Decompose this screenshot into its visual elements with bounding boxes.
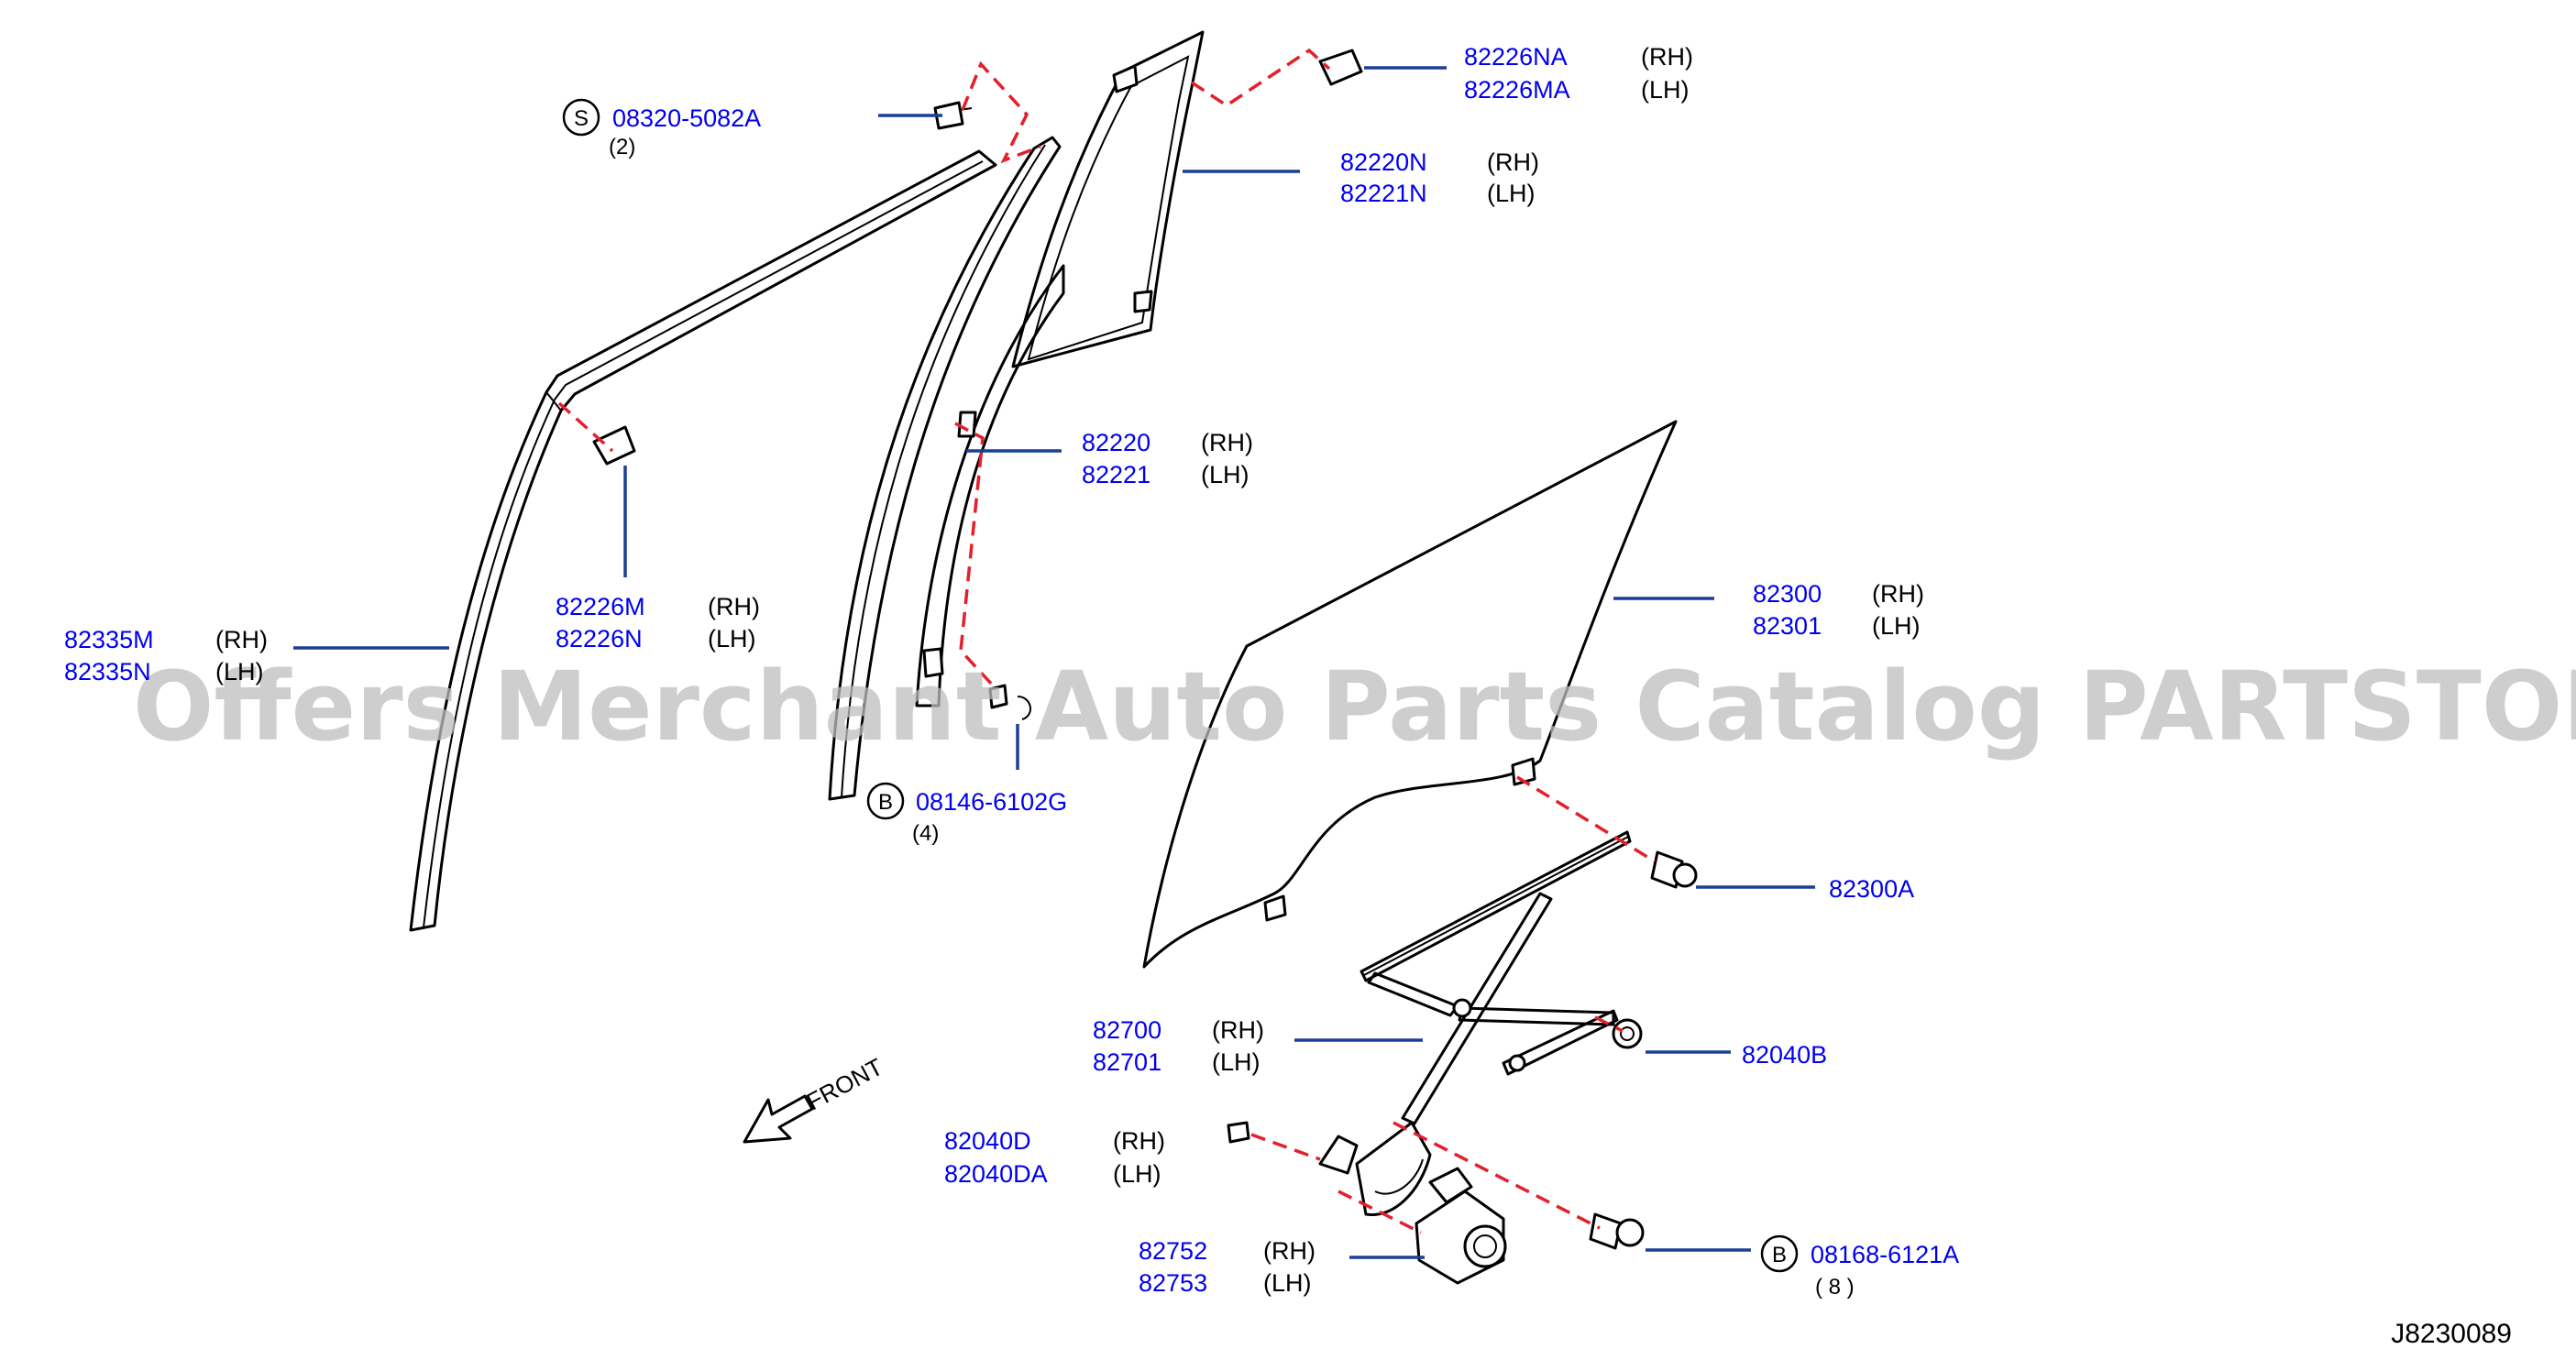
callout-82220N[interactable]: 82220N (RH) 82221N (LH) [1340, 148, 1539, 207]
callout-82226M[interactable]: 82226M (RH) 82226N (LH) [556, 593, 760, 653]
bolt-08168 [1589, 1212, 1645, 1250]
quarter-window-frame [1011, 30, 1205, 368]
side-lh: (LH) [1263, 1269, 1312, 1297]
window-regulator [1318, 830, 1632, 1217]
side-lh: (LH) [1641, 76, 1690, 104]
regulator-motor [1415, 1167, 1507, 1285]
part-number-lh[interactable]: 82221N [1340, 180, 1427, 207]
callout-08320-5082A[interactable]: S 08320-5082A (2) [562, 98, 761, 159]
part-number-lh[interactable]: 82701 [1093, 1048, 1161, 1076]
callout-82040D[interactable]: 82040D (RH) 82040DA (LH) [944, 1127, 1165, 1188]
screw-08320 [933, 101, 973, 130]
part-number-lh[interactable]: 82301 [1753, 612, 1822, 640]
part-number-lh[interactable]: 82226MA [1464, 76, 1570, 104]
callout-prefix: B [1772, 1243, 1787, 1267]
part-number-lh[interactable]: 82753 [1139, 1269, 1207, 1297]
side-lh: (LH) [1487, 180, 1536, 207]
bolt-82300A [1650, 850, 1698, 889]
quantity: (4) [912, 821, 939, 846]
callout-82300[interactable]: 82300 (RH) 82301 (LH) [1753, 580, 1924, 640]
part-number[interactable]: 08320-5082A [612, 104, 761, 132]
quantity: (2) [609, 135, 635, 159]
part-number-lh[interactable]: 82335N [64, 658, 151, 685]
callout-82220[interactable]: 82220 (RH) 82221 (LH) [1082, 429, 1253, 488]
side-lh: (LH) [708, 625, 756, 653]
part-number-rh[interactable]: 82226NA [1464, 43, 1568, 71]
side-rh: (RH) [1201, 429, 1253, 456]
side-rh: (RH) [1212, 1016, 1264, 1044]
bolt-82040D [1227, 1121, 1250, 1144]
side-lh: (LH) [1113, 1160, 1161, 1188]
part-number[interactable]: 08168-6121A [1811, 1241, 1959, 1268]
side-rh: (RH) [708, 593, 760, 620]
side-rh: (RH) [1263, 1237, 1316, 1265]
part-number-rh[interactable]: 82335M [64, 626, 154, 653]
side-lh: (LH) [1872, 612, 1921, 640]
part-number-rh[interactable]: 82300 [1753, 580, 1822, 608]
part-number[interactable]: 08146-6102G [916, 788, 1067, 816]
callout-prefix: S [574, 106, 589, 131]
part-number-rh[interactable]: 82752 [1139, 1237, 1207, 1265]
nut-82040B [1612, 1018, 1643, 1049]
callout-82226NA[interactable]: 82226NA (RH) 82226MA (LH) [1464, 43, 1693, 104]
clip-82226M [592, 425, 636, 466]
front-arrow-icon [743, 1094, 814, 1144]
watermark: Offers Merchant Auto Parts Catalog PARTS… [133, 651, 2576, 762]
part-number-rh[interactable]: 82220N [1340, 148, 1427, 176]
side-rh: (RH) [1641, 43, 1693, 71]
callout-82700[interactable]: 82700 (RH) 82701 (LH) [1093, 1016, 1264, 1076]
part-number[interactable]: 82300A [1829, 875, 1914, 903]
front-label: FRONT [802, 1053, 887, 1116]
part-number-lh[interactable]: 82226N [556, 625, 643, 653]
side-lh: (LH) [1212, 1048, 1260, 1076]
part-number-rh[interactable]: 82220 [1082, 429, 1150, 456]
part-number-lh[interactable]: 82221 [1082, 461, 1150, 488]
leader-lines [293, 66, 1815, 1259]
part-number-rh[interactable]: 82700 [1093, 1016, 1161, 1044]
part-number-rh[interactable]: 82040D [944, 1127, 1031, 1155]
part-number-lh[interactable]: 82040DA [944, 1160, 1048, 1188]
door-glass [1142, 420, 1678, 969]
front-direction-indicator: FRONT [743, 1053, 887, 1144]
clip-82226NA [1318, 49, 1363, 86]
callout-prefix: B [878, 790, 893, 815]
side-lh: (LH) [215, 658, 264, 685]
window-guide-channel [828, 136, 1065, 801]
part-number-rh[interactable]: 82226M [556, 593, 645, 620]
door-sash-trim [409, 149, 997, 932]
bolt-08146 [988, 684, 1031, 720]
callout-08168-6121A[interactable]: B 08168-6121A ( 8 ) [1760, 1234, 1959, 1300]
assembly-lines [557, 48, 1656, 1234]
side-rh: (RH) [1872, 580, 1924, 608]
callout-82335M[interactable]: 82335M (RH) 82335N (LH) [64, 626, 268, 685]
side-lh: (LH) [1201, 461, 1249, 488]
quantity: ( 8 ) [1815, 1275, 1855, 1300]
part-number[interactable]: 82040B [1742, 1041, 1827, 1069]
callout-82752[interactable]: 82752 (RH) 82753 (LH) [1139, 1237, 1316, 1297]
side-rh: (RH) [215, 626, 268, 653]
callout-82300A[interactable]: 82300A [1829, 875, 1914, 903]
side-rh: (RH) [1113, 1127, 1165, 1155]
side-rh: (RH) [1487, 148, 1539, 176]
diagram-code: J8230089 [2391, 1319, 2512, 1349]
callout-82040B[interactable]: 82040B [1742, 1041, 1827, 1069]
callout-08146-6102G[interactable]: B 08146-6102G (4) [866, 782, 1067, 846]
